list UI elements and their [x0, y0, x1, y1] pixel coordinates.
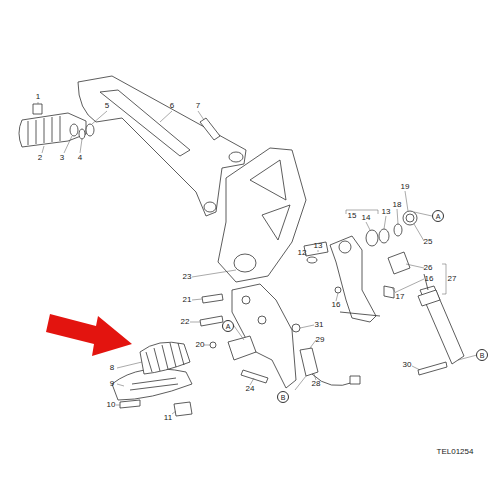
callout-number: 30: [403, 361, 412, 369]
frame-plate: [218, 148, 306, 282]
footpeg: [112, 369, 192, 400]
callout-number: 28: [312, 380, 321, 388]
reference-letter: A: [436, 213, 441, 220]
callout-number: 17: [396, 293, 405, 301]
callout-number: 9: [110, 380, 114, 388]
callout-number: 25: [424, 238, 433, 246]
reference-letter: B: [480, 352, 485, 359]
callout-number: 12: [298, 249, 307, 257]
spring-clip: [174, 402, 192, 416]
callout-number: 19: [401, 183, 410, 191]
callout-number: 13: [314, 242, 323, 250]
callout-number: 27: [448, 275, 457, 283]
return-spring: [403, 211, 417, 225]
washer: [70, 124, 78, 136]
callout-number: 23: [183, 273, 192, 281]
bolt: [418, 362, 447, 375]
pin: [241, 370, 268, 383]
callout-number: 14: [362, 214, 371, 222]
callout-number: 11: [164, 414, 172, 422]
callout-number: 20: [196, 341, 205, 349]
drawing-code: TEL01254: [437, 448, 474, 456]
reference-circle: B: [277, 391, 289, 403]
callout-number: 21: [183, 296, 192, 304]
callout-number: 16: [425, 275, 434, 283]
switch: [300, 348, 318, 376]
callout-number: 26: [424, 264, 433, 272]
reference-circle: A: [222, 320, 234, 332]
brake-lever: [330, 236, 376, 322]
callout-number: 13: [382, 208, 391, 216]
callout-number: 15: [348, 212, 357, 220]
callout-number: 18: [393, 201, 402, 209]
washer: [79, 129, 85, 139]
callout-number: 6: [170, 102, 174, 110]
bolt: [33, 104, 42, 114]
reference-circle: B: [476, 349, 488, 361]
reference-circle: A: [432, 210, 444, 222]
bolt: [200, 118, 220, 140]
callout-number: 16: [332, 301, 341, 309]
rider-footpeg: [19, 113, 86, 147]
bolt: [120, 400, 140, 408]
callout-number: 5: [105, 102, 109, 110]
callout-number: 1: [36, 93, 40, 101]
callout-number: 3: [60, 154, 64, 162]
callout-number: 4: [78, 154, 82, 162]
pivot-block: [228, 336, 256, 360]
nut: [292, 324, 300, 332]
callout-number: 29: [316, 336, 325, 344]
bushing: [304, 242, 328, 256]
bolt: [200, 316, 223, 326]
callout-number: 31: [315, 321, 324, 329]
callout-number: 7: [196, 102, 200, 110]
callout-number: 24: [246, 385, 255, 393]
callout-number: 8: [110, 364, 114, 372]
clevis: [388, 252, 410, 274]
reference-letter: B: [281, 394, 286, 401]
footpeg-hanger: [78, 76, 246, 216]
hanger-cutout: [100, 90, 190, 156]
bolt: [202, 294, 223, 303]
callout-number: 10: [107, 401, 116, 409]
footpeg-rubber: [140, 342, 190, 374]
reference-letter: A: [226, 323, 231, 330]
heel-guard-bracket: [232, 284, 296, 388]
spacer: [86, 124, 94, 136]
pointer-arrow: [46, 314, 132, 356]
callout-number: 22: [181, 318, 190, 326]
callout-number: 2: [38, 154, 42, 162]
